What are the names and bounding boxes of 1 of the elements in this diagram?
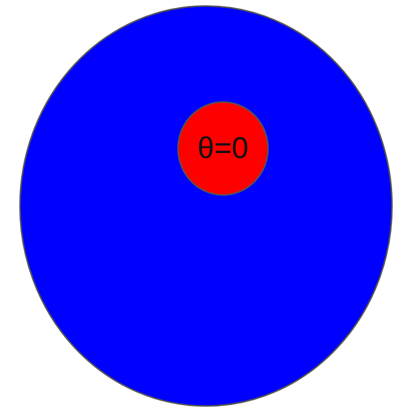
angle-label: θ=0: [196, 132, 250, 166]
